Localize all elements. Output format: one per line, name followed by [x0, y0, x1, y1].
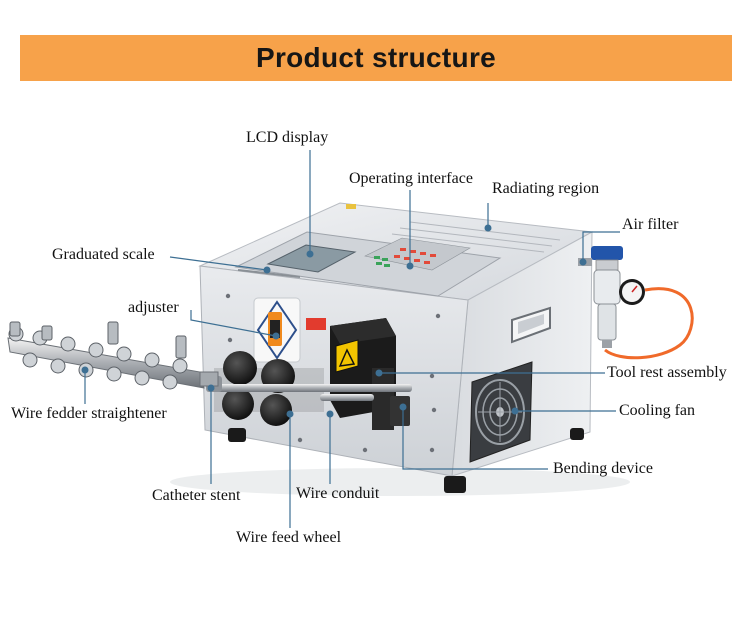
label-lcd-display: LCD display [246, 129, 329, 146]
leader-adjuster [190, 310, 277, 337]
label-cooling-fan: Cooling fan [619, 402, 695, 419]
machine-foot [228, 428, 246, 442]
adjuster [253, 297, 301, 363]
label-wire-conduit: Wire conduit [296, 485, 380, 502]
screw [431, 407, 437, 413]
label-operating-interface: Operating interface [349, 170, 473, 187]
air-hose [604, 287, 694, 360]
graduated-scale-strip [237, 269, 301, 278]
machine-foot [570, 428, 584, 440]
screw [429, 373, 435, 379]
warning-sticker [346, 204, 356, 209]
label-tool-rest-assembly: Tool rest assembly [607, 364, 727, 381]
label-bending-device: Bending device [553, 460, 653, 477]
leader-graduated-scale [169, 256, 268, 271]
side-handle [511, 306, 551, 344]
control-panel [234, 204, 561, 297]
leader-air-filter [582, 231, 620, 262]
screw [297, 437, 303, 443]
label-wire-feed-wheel: Wire feed wheel [236, 529, 342, 546]
keypad [364, 237, 471, 271]
leader-dots [81, 224, 587, 418]
floor-shadow [170, 468, 630, 496]
air-filter [578, 246, 694, 360]
cooling-fan [469, 361, 533, 463]
label-radiating-region: Radiating region [492, 180, 600, 197]
page-title: Product structure [255, 42, 497, 73]
label-air-filter: Air filter [622, 216, 679, 233]
tool-rest-assembly [306, 318, 410, 430]
label-adjuster: adjuster [128, 299, 179, 316]
wire-fedder-straightener [7, 321, 219, 390]
wire-feed-wheels [206, 351, 412, 426]
label-catheter-stent: Catheter stent [152, 487, 241, 504]
machine-foot [444, 476, 466, 493]
label-wire-fedder-straightener: Wire fedder straightener [11, 405, 167, 422]
label-graduated-scale: Graduated scale [52, 246, 155, 263]
leader-lines [84, 150, 620, 528]
screw [225, 293, 231, 299]
title-banner: Product structure [20, 35, 732, 81]
screw [227, 337, 233, 343]
leader-bending-device [402, 407, 548, 470]
screw [435, 313, 441, 319]
screw [362, 447, 368, 453]
lcd-screen [266, 244, 357, 273]
screw [429, 447, 435, 453]
